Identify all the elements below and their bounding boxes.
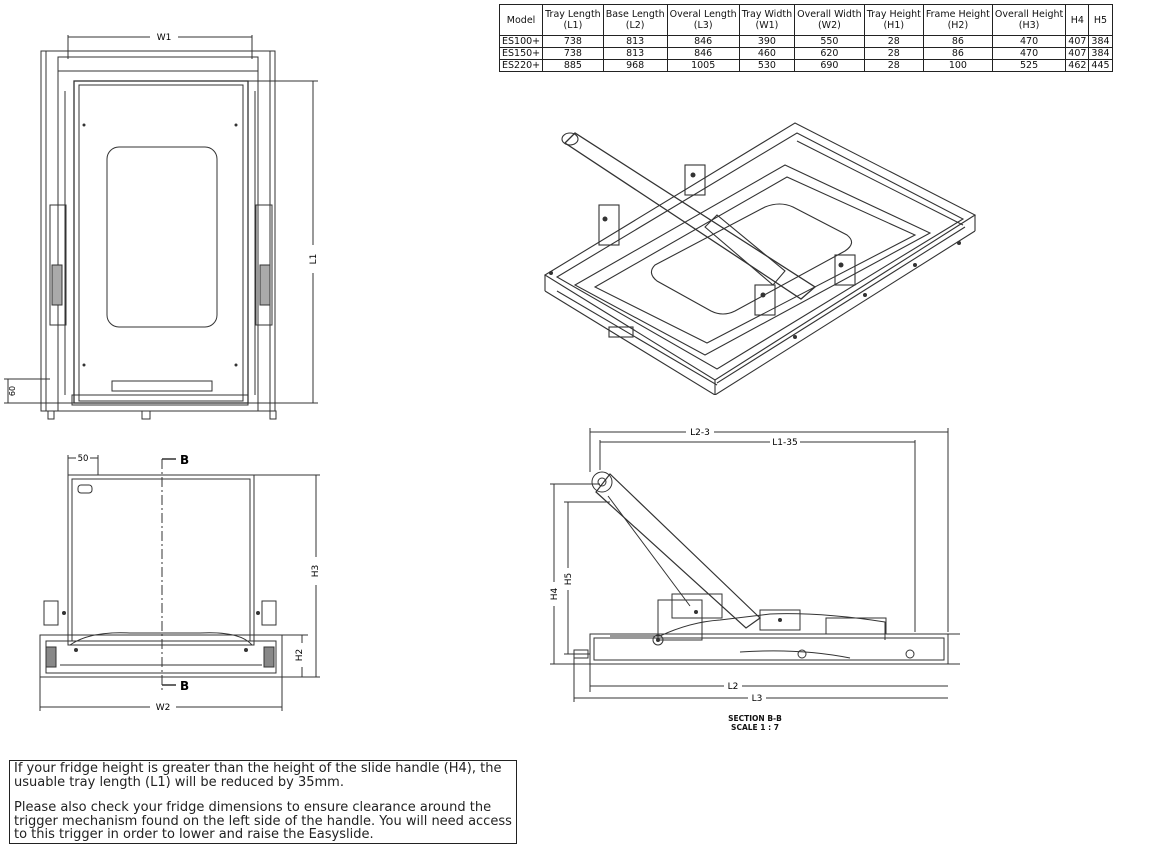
spec-column-header: Overal Length(L3) (666, 4, 740, 36)
spec-cell: 460 (738, 47, 796, 60)
section-view-drawing: L2-3 L1-35 H4 H5 H1 L2 L3 (550, 428, 960, 702)
h2-label: H2 (295, 649, 305, 662)
spec-column-sub: (H3) (1018, 20, 1040, 31)
section-marker-top: B (180, 453, 189, 467)
spec-cell: 462 (1065, 59, 1090, 72)
section-caption-scale: SCALE 1 : 7 (731, 723, 779, 732)
spec-column-header: Model (498, 4, 544, 36)
front-view-drawing: 50 B B H3 H2 W2 (39, 453, 321, 713)
dim-50-label: 50 (78, 454, 89, 464)
spec-cell: 813 (602, 47, 668, 60)
dim-60-label: 60 (8, 386, 17, 396)
spec-column-label: Model (506, 14, 536, 26)
spec-cell: 620 (794, 47, 865, 60)
spec-column-label: Overall Height (994, 9, 1064, 20)
spec-cell: 968 (602, 59, 668, 72)
spec-cell: 445 (1088, 59, 1113, 72)
spec-cell: 470 (991, 35, 1067, 48)
spec-column-label: H5 (1093, 14, 1108, 26)
spec-cell: 738 (542, 47, 604, 60)
section-caption-title: SECTION B-B (728, 714, 782, 723)
spec-column-label: Base Length (605, 9, 665, 20)
spec-cell: 384 (1088, 35, 1113, 48)
spec-column-label: Overal Length (669, 9, 737, 20)
spec-column-header: Base Length(L2) (602, 4, 668, 36)
h4-label: H4 (550, 587, 560, 600)
l1-label: L1 (309, 254, 319, 265)
w1-label: W1 (157, 33, 172, 43)
isometric-view-drawing (543, 122, 977, 395)
spec-column-sub: (L1) (563, 20, 583, 31)
section-caption: SECTION B-B SCALE 1 : 7 (695, 714, 815, 732)
spec-column-header: Overall Width(W2) (794, 4, 865, 36)
spec-cell: 530 (738, 59, 796, 72)
spec-cell: 1005 (666, 59, 740, 72)
note-paragraph-1: If your fridge height is greater than th… (14, 761, 502, 790)
spec-cell: 86 (922, 35, 993, 48)
top-view-drawing: W1 L1 60 (4, 33, 319, 420)
spec-cell: 813 (602, 35, 668, 48)
l3-label: L3 (752, 694, 763, 702)
spec-column-sub: (L3) (693, 20, 713, 31)
spec-column-label: Tray Length (545, 9, 601, 20)
fridge-clearance-note: If your fridge height is greater than th… (9, 760, 517, 844)
section-marker-bottom: B (180, 679, 189, 693)
spec-column-sub: (H1) (883, 20, 905, 31)
spec-cell: 690 (794, 59, 865, 72)
l2-3-label: L2-3 (690, 428, 710, 438)
spec-column-header: H4 (1065, 4, 1090, 36)
spec-cell: 407 (1065, 35, 1090, 48)
model-cell: ES150+ (498, 47, 544, 60)
model-cell: ES220+ (498, 59, 544, 72)
spec-column-header: Frame Height(H2) (922, 4, 993, 36)
spec-column-label: Overall Width (797, 9, 862, 20)
spec-cell: 525 (991, 59, 1067, 72)
spec-column-label: Frame Height (925, 9, 990, 20)
spec-column-header: H5 (1088, 4, 1113, 36)
spec-cell: 384 (1088, 47, 1113, 60)
note-paragraph-2: Please also check your fridge dimensions… (14, 800, 512, 843)
spec-cell: 470 (991, 47, 1067, 60)
spec-cell: 390 (738, 35, 796, 48)
spec-column-label: Tray Width (741, 9, 793, 20)
model-cell: ES100+ (498, 35, 544, 48)
spec-cell: 846 (666, 47, 740, 60)
spec-column-header: Overall Height(H3) (991, 4, 1067, 36)
spec-column-sub: (L2) (625, 20, 645, 31)
spec-column-sub: (H2) (947, 20, 969, 31)
h5-label: H5 (564, 573, 574, 586)
spec-cell: 86 (922, 47, 993, 60)
l2-label: L2 (728, 682, 739, 692)
spec-column-header: Tray Width(W1) (738, 4, 796, 36)
spec-column-sub: (W2) (817, 20, 841, 31)
h3-label: H3 (311, 565, 321, 578)
l1-35-label: L1-35 (772, 438, 797, 448)
spec-cell: 28 (863, 35, 924, 48)
spec-cell: 550 (794, 35, 865, 48)
spec-cell: 738 (542, 35, 604, 48)
spec-cell: 28 (863, 59, 924, 72)
w2-label: W2 (156, 703, 171, 713)
spec-column-sub: (W1) (755, 20, 779, 31)
spec-column-header: Tray Length(L1) (542, 4, 604, 36)
spec-cell: 28 (863, 47, 924, 60)
spec-cell: 407 (1065, 47, 1090, 60)
spec-cell: 100 (922, 59, 993, 72)
spec-cell: 885 (542, 59, 604, 72)
spec-column-header: Tray Height(H1) (863, 4, 924, 36)
spec-cell: 846 (666, 35, 740, 48)
spec-column-label: Tray Height (866, 9, 921, 20)
spec-column-label: H4 (1070, 14, 1084, 26)
